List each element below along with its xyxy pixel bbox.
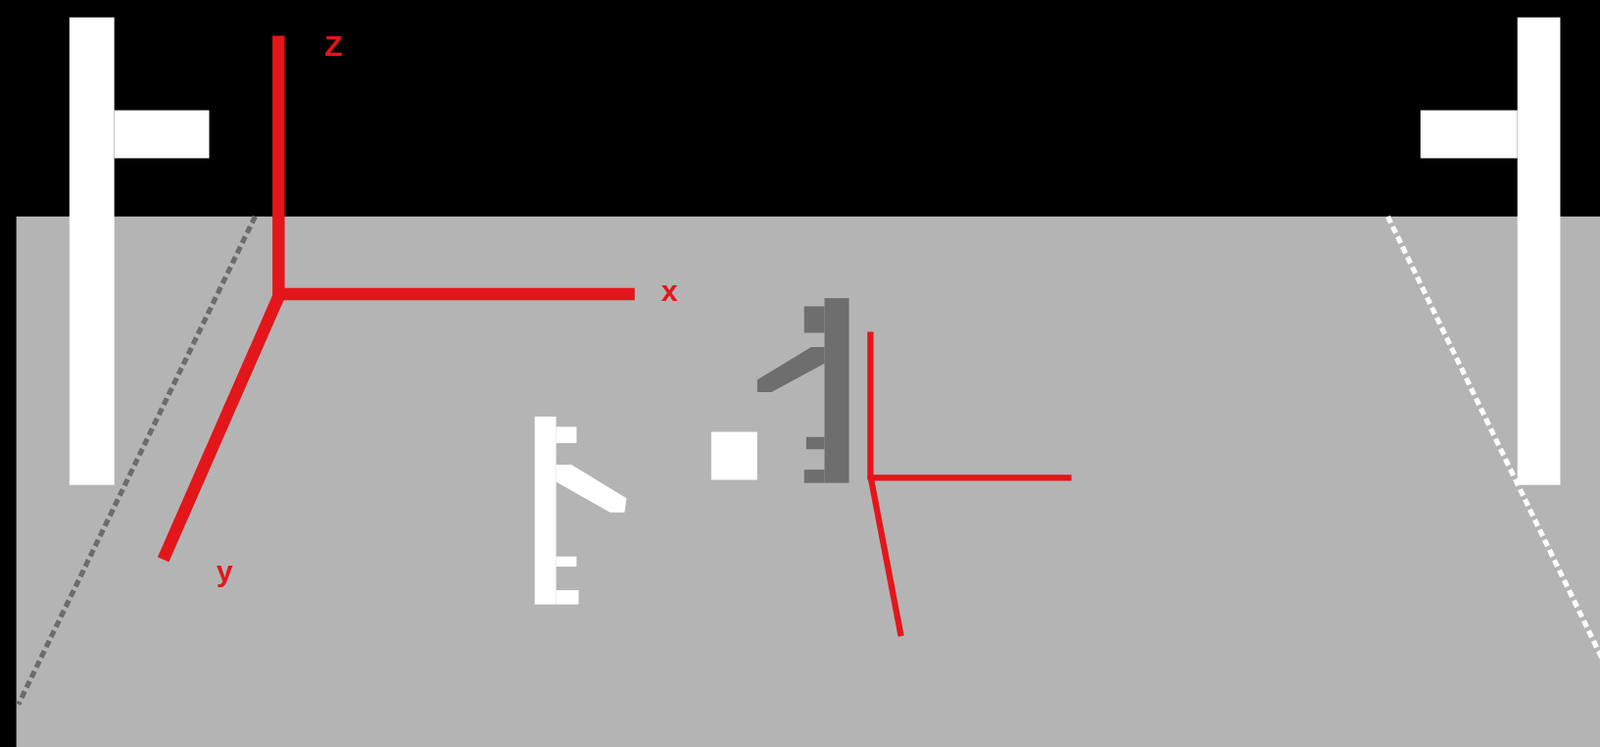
world-axes	[163, 35, 635, 559]
right-post	[1420, 17, 1561, 485]
white-player	[534, 416, 628, 605]
right-sideline	[1387, 216, 1600, 659]
axis-label: Z	[324, 31, 342, 61]
gray-player	[757, 297, 850, 484]
axis-label: x	[661, 276, 679, 306]
axis-label: y	[216, 556, 234, 586]
left-post	[69, 17, 210, 485]
player-axes	[868, 331, 1071, 635]
ball	[711, 432, 758, 481]
court-floor	[16, 216, 1600, 747]
left-sideline	[18, 216, 256, 705]
